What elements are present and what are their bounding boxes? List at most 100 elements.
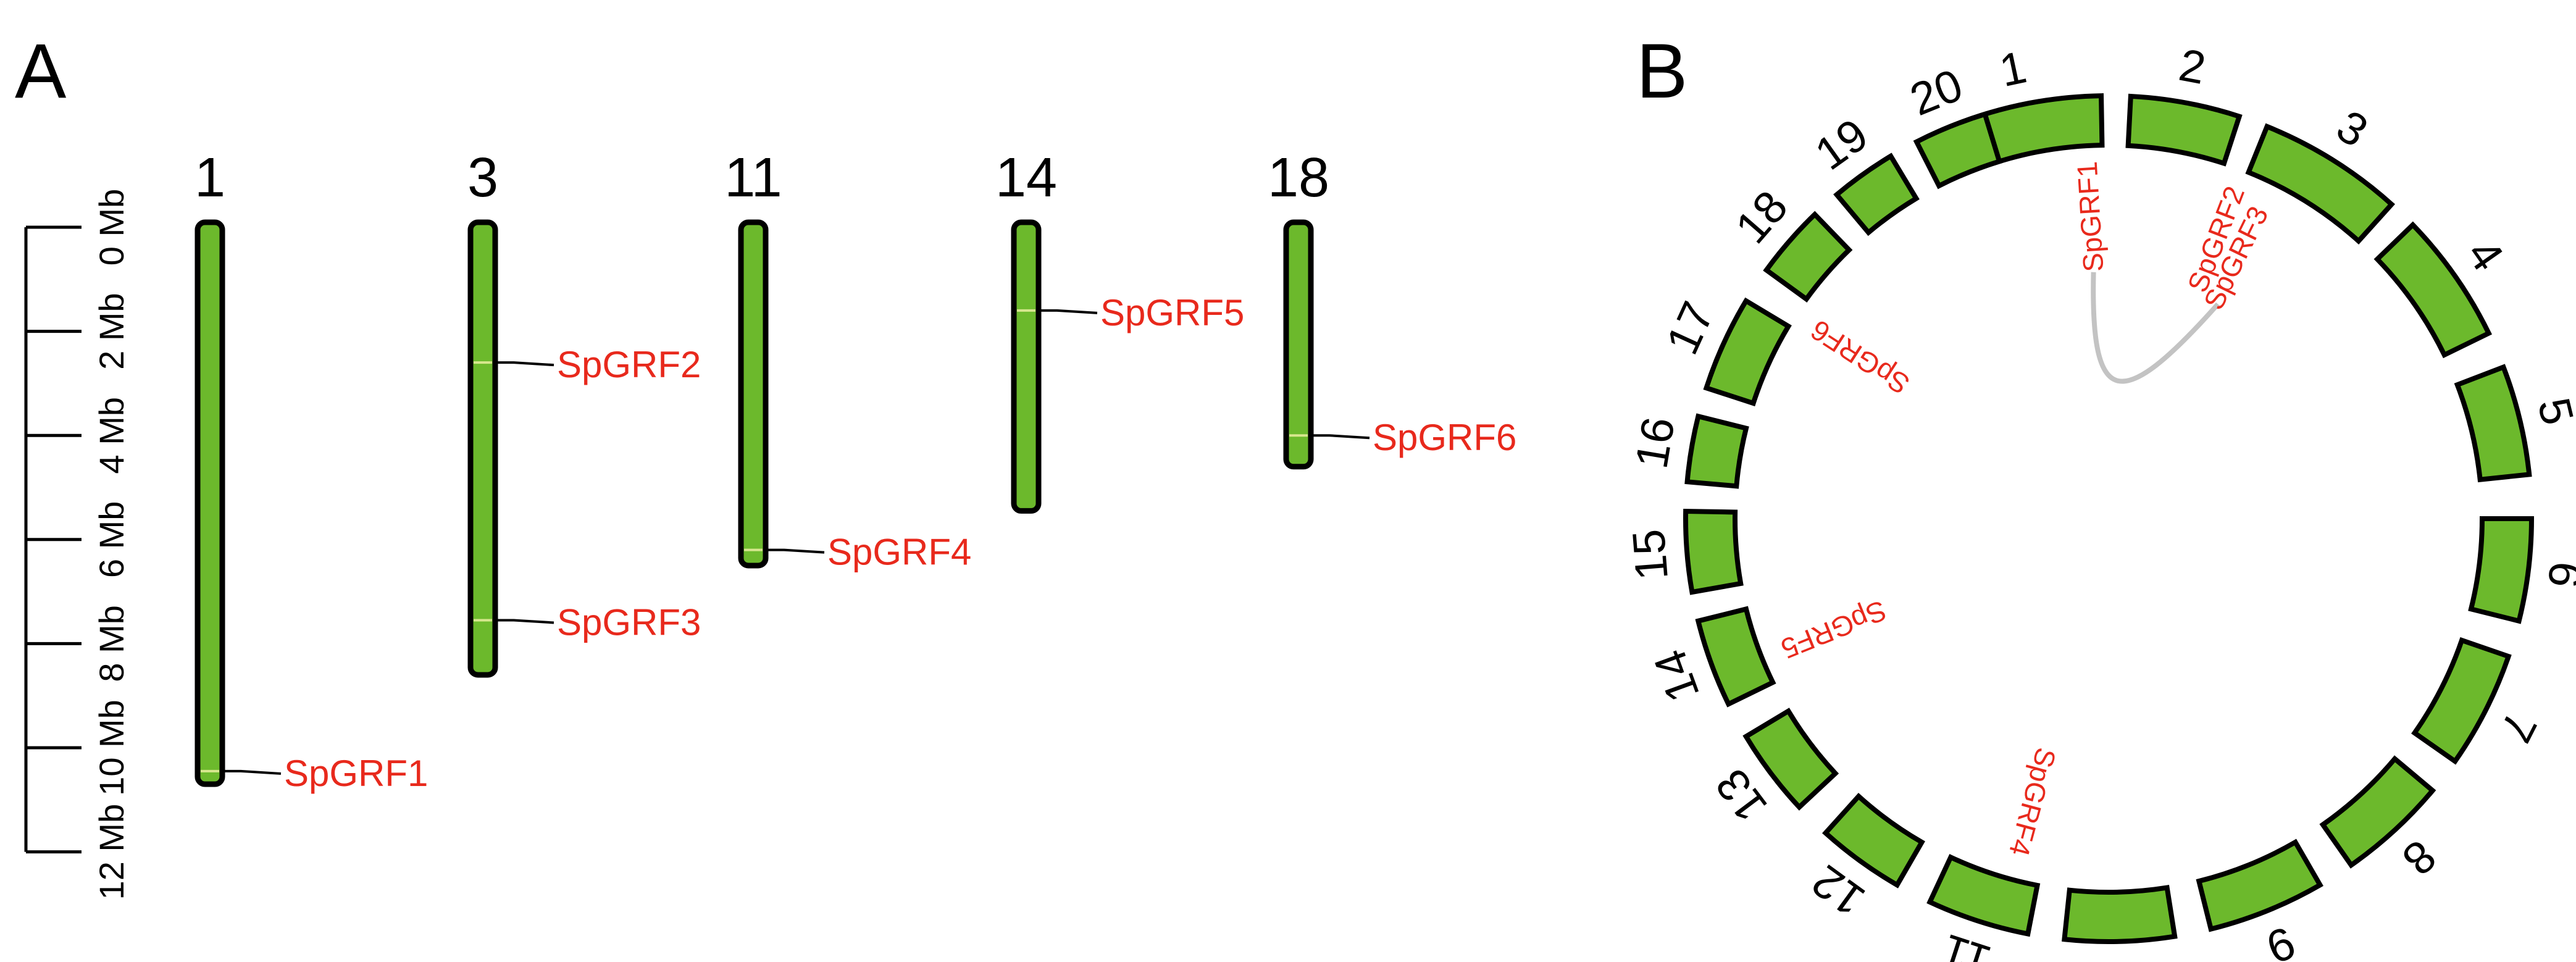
chromosome-bars: 1SpGRF13SpGRF2SpGRF311SpGRF414SpGRF518Sp… bbox=[194, 147, 1516, 794]
scale-tick-label: 12 Mb bbox=[92, 804, 131, 900]
ring-chromosome-6: 6 bbox=[2468, 516, 2576, 624]
ring-chromosome-14: 14 bbox=[1644, 606, 1776, 709]
chromosome-bar bbox=[194, 219, 225, 787]
ring-chromosome-9: 9 bbox=[2196, 839, 2323, 962]
ring-segment bbox=[1833, 153, 1920, 236]
ring-segment bbox=[2125, 93, 2243, 167]
ring-chromosome-number: 20 bbox=[1903, 59, 1969, 125]
ring-chromosome-number: 17 bbox=[1656, 294, 1724, 361]
ring-chromosome-number: 16 bbox=[1625, 414, 1684, 472]
ring-chromosome-16: 16 bbox=[1625, 413, 1749, 489]
chromosome-number: 1 bbox=[194, 147, 225, 209]
ring-chromosome-number: 5 bbox=[2528, 393, 2576, 429]
ring-chromosome-number: 7 bbox=[2490, 705, 2547, 750]
circos-gene-label: SpGRF1 bbox=[2071, 161, 2110, 273]
ring-chromosome-number: 6 bbox=[2538, 559, 2576, 590]
ring-chromosome-5: 5 bbox=[2454, 364, 2576, 483]
gene-label: SpGRF1 bbox=[284, 753, 428, 794]
gene-label: SpGRF3 bbox=[557, 601, 701, 643]
ring-segment bbox=[2196, 839, 2323, 932]
gene-leader-line bbox=[1039, 309, 1098, 314]
gene-leader-line bbox=[495, 361, 554, 367]
ring-chromosome-7: 7 bbox=[2411, 637, 2547, 765]
ring-chromosome-17: 17 bbox=[1656, 294, 1792, 407]
scale-tick-label: 4 Mb bbox=[92, 397, 131, 474]
scale-tick-label: 2 Mb bbox=[92, 293, 131, 370]
ring-chromosome-number: 14 bbox=[1644, 643, 1709, 709]
scale-tick-label: 6 Mb bbox=[92, 501, 131, 579]
panel-b-letter: B bbox=[1636, 28, 1687, 114]
gene-leader-line bbox=[222, 769, 282, 775]
ring-chromosome-15: 15 bbox=[1623, 508, 1744, 595]
ring-chromosome-11: 11 bbox=[1926, 854, 2041, 962]
scale-tick-label: 10 Mb bbox=[92, 700, 131, 796]
ring-chromosome-number: 4 bbox=[2457, 230, 2514, 280]
chromosome-number: 11 bbox=[724, 147, 782, 209]
ring-chromosome-number: 8 bbox=[2393, 830, 2446, 885]
ring-chromosome-19: 19 bbox=[1806, 109, 1920, 236]
ring-segment bbox=[1684, 413, 1749, 489]
ring-segment bbox=[1763, 211, 1853, 303]
scale-tick-label: 8 Mb bbox=[92, 605, 131, 682]
chromosome-number: 14 bbox=[995, 147, 1057, 209]
ring-chromosome-2: 2 bbox=[2125, 39, 2243, 167]
ring-segment bbox=[2454, 364, 2532, 483]
ring-chromosome-4: 4 bbox=[2373, 221, 2514, 359]
panel-a-chromosome-map: A 0 Mb 2 Mb 4 Mb 6 Mb 8 Mb 10 Mb 12 Mb 1SpGRF1… bbox=[15, 28, 1516, 900]
ring-chromosome-number: 9 bbox=[2259, 917, 2302, 962]
ring-segment bbox=[1822, 792, 1925, 889]
ring-segment bbox=[1926, 854, 2041, 937]
scale-bar: 0 Mb 2 Mb 4 Mb 6 Mb 8 Mb 10 Mb 12 Mb bbox=[24, 189, 131, 900]
synteny-link bbox=[2091, 272, 2220, 384]
ring-segment bbox=[2468, 516, 2535, 624]
gene-label: SpGRF2 bbox=[557, 344, 701, 385]
ring-segment bbox=[1683, 508, 1744, 595]
ring-chromosome-number: 10 bbox=[2094, 952, 2146, 962]
ring-segment bbox=[1742, 708, 1839, 811]
ring-chromosome-20: 20 bbox=[1903, 59, 2003, 190]
panel-b-circos-plot: B 1234567891011121314151617181920 SpGRF1… bbox=[1623, 28, 2576, 962]
chromosome-bar bbox=[1011, 219, 1042, 514]
ring-chromosome-number: 15 bbox=[1623, 527, 1678, 582]
ring-chromosome-number: 3 bbox=[2328, 100, 2377, 157]
ring-segment bbox=[2411, 637, 2512, 765]
chromosome-number: 18 bbox=[1268, 147, 1329, 209]
gene-leader-line bbox=[766, 548, 825, 554]
ring-chromosome-number: 1 bbox=[1995, 41, 2031, 96]
ring-chromosome-12: 12 bbox=[1802, 792, 1925, 926]
ring-segment bbox=[2245, 123, 2395, 245]
gene-leader-line bbox=[495, 619, 554, 624]
ring-chromosome-8: 8 bbox=[2319, 755, 2446, 885]
ring-chromosome-13: 13 bbox=[1705, 708, 1839, 831]
ring-chromosome-number: 2 bbox=[2175, 39, 2210, 94]
circos-gene-label: SpGRF5 bbox=[1776, 594, 1891, 665]
ring-segment bbox=[2319, 755, 2436, 869]
ring-chromosome-18: 18 bbox=[1725, 181, 1853, 303]
chromosome-bar bbox=[738, 219, 769, 569]
chromosome-number: 3 bbox=[467, 147, 498, 209]
gene-leader-line bbox=[1311, 434, 1370, 440]
ring-chromosome-number: 11 bbox=[1936, 924, 1997, 962]
panel-a-letter: A bbox=[15, 28, 67, 114]
circos-gene-label: SpGRF4 bbox=[2003, 745, 2063, 860]
ring-segment bbox=[1913, 111, 2003, 190]
ring-segment bbox=[1695, 606, 1776, 708]
ring-chromosome-10: 10 bbox=[2062, 884, 2178, 962]
chromosome-bar bbox=[467, 219, 498, 678]
synteny-links bbox=[2091, 272, 2220, 384]
chromosome-bar bbox=[1283, 219, 1314, 470]
gene-label: SpGRF5 bbox=[1100, 292, 1244, 333]
ring-segment bbox=[2062, 884, 2178, 944]
circos-gene-label: SpGRF6 bbox=[1805, 314, 1915, 401]
scale-tick-label: 0 Mb bbox=[92, 189, 131, 266]
gene-label: SpGRF4 bbox=[827, 532, 971, 573]
gene-label: SpGRF6 bbox=[1373, 417, 1516, 458]
ring-segment bbox=[1703, 297, 1792, 407]
